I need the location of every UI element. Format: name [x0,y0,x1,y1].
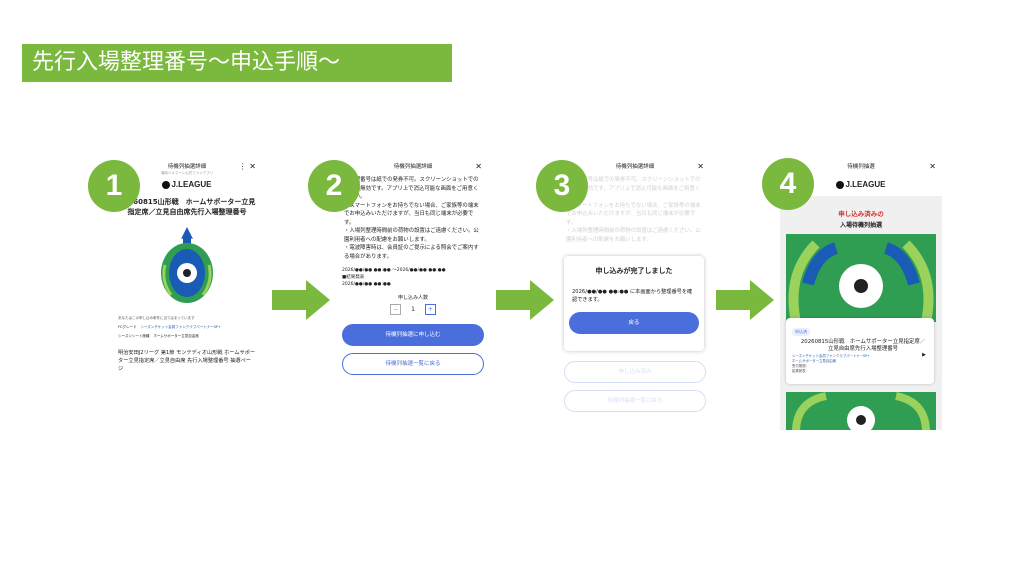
season-row: シーズンシート席種ホームサポーター立見自由席 [118,334,199,338]
header-title: 待機列抽選詳細 [167,164,207,170]
screen-step-2: 待機列抽選詳細 ✕ ・整理番号は紙での発券不可。スクリーンショットでの整列は無効… [338,158,488,430]
quantity-value: 1 [411,306,415,313]
jleague-mark-icon [162,180,171,189]
close-icon[interactable]: ✕ [697,162,704,171]
card-seat: ホームサポーター立見自由席 [792,359,836,363]
step-badge-4: 4 [762,158,814,210]
close-icon[interactable]: ✕ [929,162,936,171]
step-badge-3: 3 [536,160,588,212]
club-pattern-icon [786,234,936,322]
quantity-plus-button[interactable]: + [424,304,436,315]
card-tier: シーズンチケット会員ファンクラブパートナーSP+ [792,354,871,358]
screen-header: 待機列抽選詳細 ✕ [338,158,488,176]
completion-dialog: 申し込みが完了しました 2026/●●/●● ●●:●● に本画面から整理番号を… [564,256,704,351]
notice-line: ・スマートフォンをお持ちでない場合、ご家族等の端末でお申込みいただけますが、当日… [344,202,479,226]
close-icon[interactable]: ✕ [475,162,482,171]
back-to-list-button[interactable]: 待機列抽選一覧に戻る [342,353,484,375]
arrow-right-icon [272,280,330,320]
screen-step-3: 待機列抽選詳細 ✕ ・整理番号は紙での発券不可。スクリーンショットでの整列は無効… [560,158,710,430]
club-pattern-banner [786,234,936,322]
eligibility-note: あなたはこの申し込み条件に当てはまっています [118,316,195,320]
lottery-description: 明治安田J2リーグ 第1節 モンテディオ山形戦 ホームサポーター立見指定席／立見… [118,350,256,372]
notice-line: ・入場列整理時間前の荷物の設置はご遠慮ください。公園利用者への配慮をお願いします… [344,228,479,243]
header-title: 待機列抽選詳細 [393,164,433,170]
close-icon[interactable]: ⋮ ✕ [238,162,256,171]
applied-button: 申し込み済み [564,361,706,383]
dialog-back-button[interactable]: 戻る [569,312,699,334]
step-badge-2: 2 [308,160,360,212]
card-result: 結果発表： [792,369,809,373]
header-title: 待機列抽選 [847,164,875,170]
quantity-minus-button[interactable]: − [390,304,402,315]
application-period: 2026/●●/●● ●●:●● 〜2026/●●/●● ●●:●● [342,268,446,273]
screen-header: 待機列抽選詳細 ✕ [560,158,710,176]
quantity-stepper: − 1 + [338,304,488,315]
applied-heading-red: 申し込み済みの [838,210,884,218]
logo-bar: J.LEAGUE [780,176,942,196]
dialog-title: 申し込みが完了しました [595,267,673,275]
page-title-banner: 先行入場整理番号〜申込手順〜 [22,44,452,82]
jleague-mark-icon [836,180,845,189]
notice-line: ・電波障害時は、会員証のご提示による照会でご案内する場合があります。 [344,245,479,260]
screen-header: 待機列抽選詳細 ⋮ ✕ [112,158,262,176]
arrow-right-icon [496,280,554,320]
result-label: ■結果発表 [342,275,365,280]
applied-heading: 入場待機列抽選 [839,222,882,229]
notice-line: ・整理番号は紙での発券不可。スクリーンショットでの整列は無効です。アプリ上で消込… [344,177,479,200]
back-to-list-button: 待機列抽選一覧に戻る [564,390,706,412]
tier-row: FCグレードシーズンチケット会員ファンクラブパートナーSP+ [118,325,222,329]
apply-lottery-button[interactable]: 待機列抽選に申し込む [342,324,484,346]
dimmed-background: ・整理番号は紙での発券不可。スクリーンショットでの整列は無効です。アプリ上で消込… [560,176,710,412]
club-pattern-banner-2 [786,392,936,430]
screen-step-4: 待機列抽選 ✕ J.LEAGUE 申し込み済みの 入場待機列抽選 申込済 202… [780,158,942,430]
dialog-body: 2026/●●/●● ●●:●● に本画面から整理番号を確認できます。 [572,289,693,303]
result-date: 2026/●●/●● ●●:●● [342,282,391,287]
applied-lottery-card[interactable]: 申込済 20260815山形戦 ホームサポーター立見指定席／立見自由席先行入場整… [786,318,934,384]
lottery-title: 20260815山形戦 ホームサポーター立見指定席／立見自由席先行入場整理番号 [118,198,256,216]
quantity-label: 申し込み人数 [397,295,428,301]
screen-step-1: 待機列抽選詳細 ⋮ ✕ 湘南ベルマーレ公式ファンアプリ J.LEAGUE 202… [112,158,262,430]
jleague-logo: J.LEAGUE [112,180,262,189]
card-title: 20260815山形戦 ホームサポーター立見指定席／立見自由席先行入場整理番号 [800,339,926,352]
chevron-right-icon: ▶ [922,352,926,358]
screen-header: 待機列抽選 ✕ [780,158,942,176]
applied-status-badge: 申込済 [792,328,810,336]
header-title: 待機列抽選詳細 [615,164,655,170]
club-pattern-icon [786,392,936,430]
app-subheader: 湘南ベルマーレ公式ファンアプリ [160,171,214,175]
arrow-right-icon [716,280,774,320]
jleague-logo: J.LEAGUE [780,176,942,189]
club-crest-icon [161,227,213,303]
step-badge-1: 1 [88,160,140,212]
card-period: 受付期間： [792,364,809,368]
